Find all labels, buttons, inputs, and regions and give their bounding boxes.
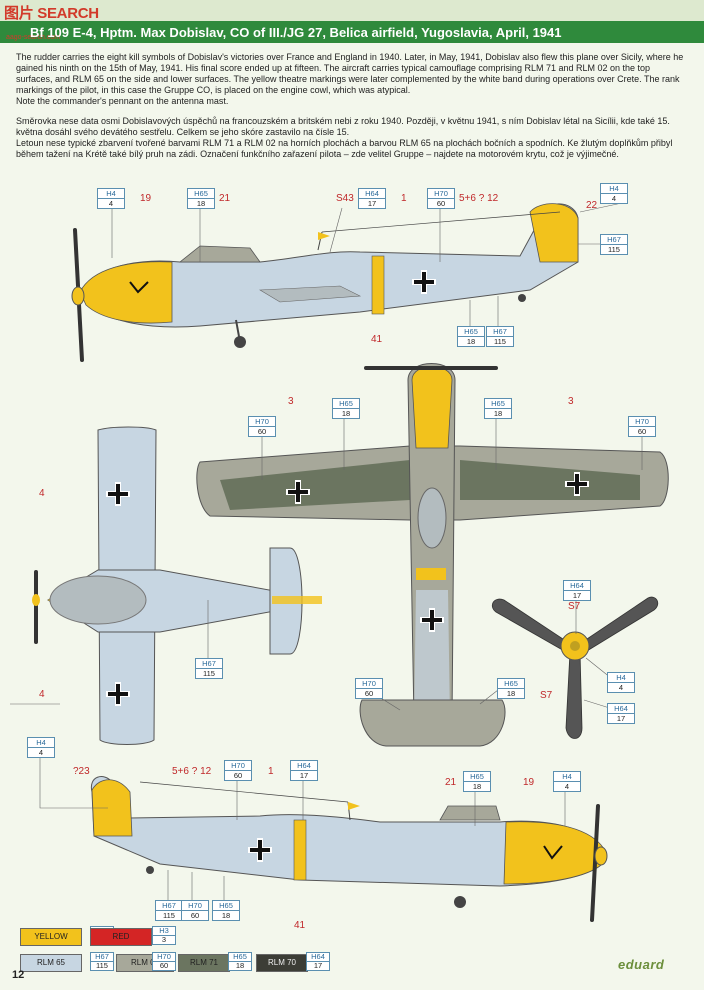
legend-swatch-rlm65: RLM 65 <box>20 954 82 972</box>
description-paragraph: Note the commander's pennant on the ante… <box>16 96 229 106</box>
marking-number: 21 <box>219 193 231 204</box>
marking-number: S43 <box>336 193 354 204</box>
description-english: The rudder carries the eight kill symbol… <box>16 52 686 107</box>
legend-swatch-yellow: YELLOW <box>20 928 82 946</box>
marking-number: 5+6 ? 12 <box>459 193 499 204</box>
legend-swatch-rlm70: RLM 70 <box>256 954 308 972</box>
brand-logo: eduard <box>618 957 665 972</box>
page-title: Bf 109 E-4, Hptm. Max Dobislav, CO of II… <box>30 25 562 40</box>
marking-number: 19 <box>140 193 152 204</box>
top-planform <box>196 363 669 747</box>
underside-view <box>32 426 322 745</box>
marking-number: S7 <box>540 690 553 701</box>
marking-number: 1 <box>268 766 274 777</box>
watermark-logo: 图片 SEARCH <box>4 5 99 22</box>
watermark-url: aago-search.com <box>6 34 61 41</box>
marking-number: 1 <box>401 193 407 204</box>
marking-number: 5+6 ? 12 <box>172 766 212 777</box>
marking-number: 3 <box>568 396 574 407</box>
marking-number: ?23 <box>73 766 90 777</box>
marking-number: 22 <box>586 200 598 211</box>
marking-number: 4 <box>39 689 45 700</box>
page-number: 12 <box>12 969 25 981</box>
title-banner <box>0 21 704 43</box>
description-paragraph: Směrovka nese data osmi Dobislavových ús… <box>16 116 670 137</box>
marking-number: 21 <box>445 777 457 788</box>
description-paragraph: Letoun nese typické zbarvení tvořené bar… <box>16 138 673 159</box>
legend-swatch-rlm71: RLM 71 <box>178 954 230 972</box>
right-side-profile <box>90 776 608 922</box>
marking-number: 4 <box>39 488 45 499</box>
description-paragraph: The rudder carries the eight kill symbol… <box>16 52 684 95</box>
marking-number: 41 <box>294 920 306 931</box>
propeller-front-view <box>491 596 659 739</box>
legend-swatch-red: RED <box>90 928 152 946</box>
marking-number: 19 <box>523 777 535 788</box>
title-bar <box>0 0 704 22</box>
marking-number: S7 <box>568 601 581 612</box>
marking-number: 3 <box>288 396 294 407</box>
marking-number: 41 <box>371 334 383 345</box>
description-czech: Směrovka nese data osmi Dobislavových ús… <box>16 116 686 160</box>
